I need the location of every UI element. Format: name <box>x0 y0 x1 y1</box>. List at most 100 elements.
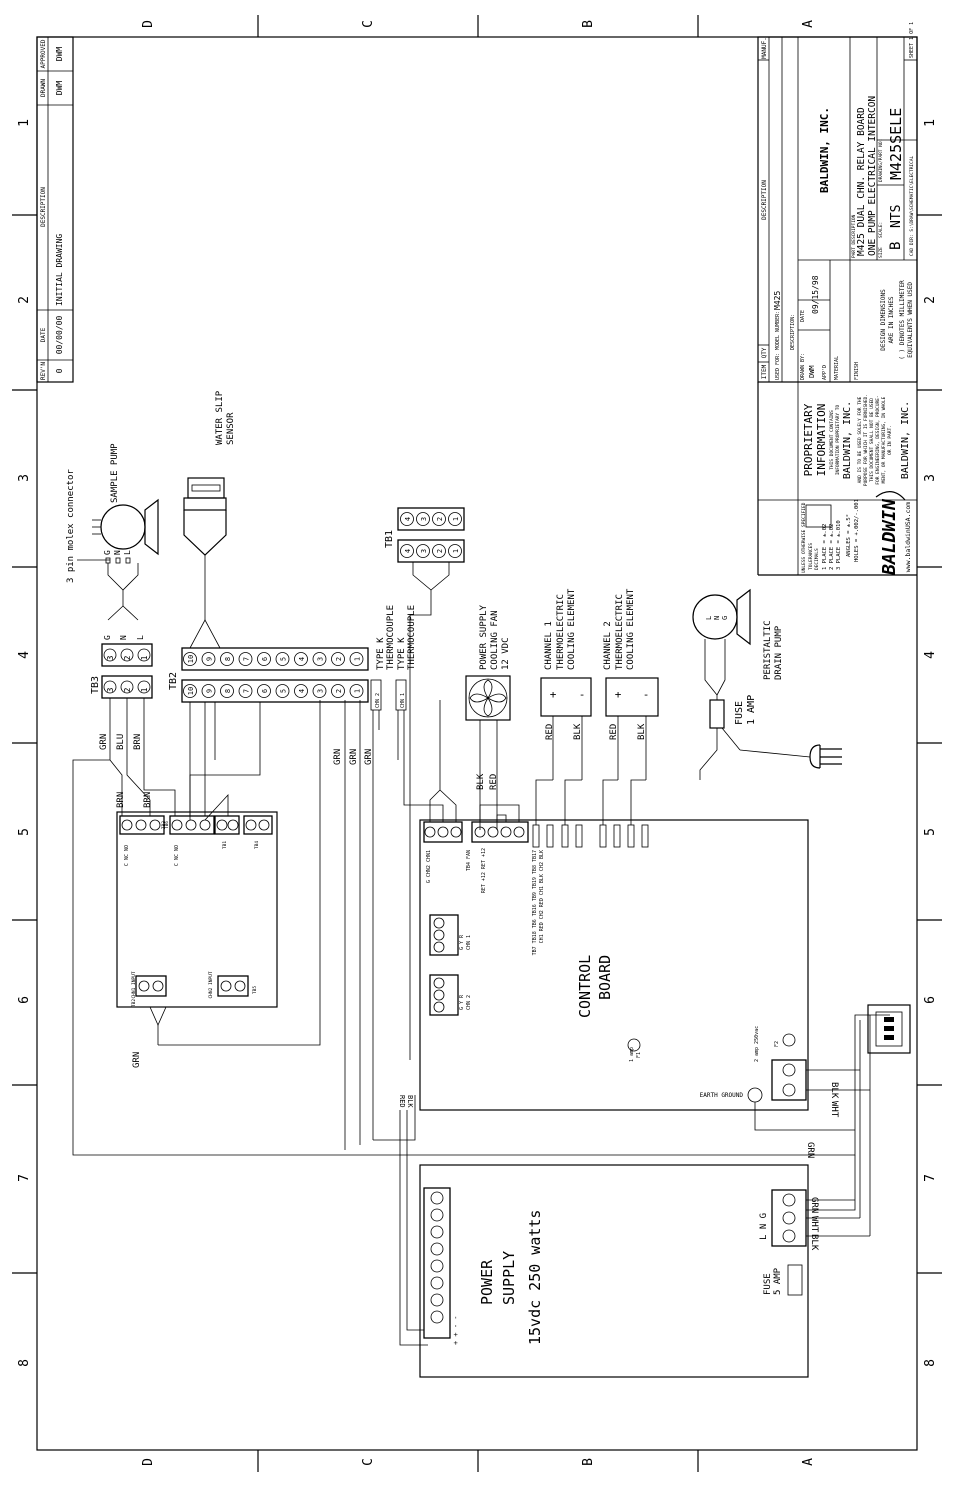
tc-label-1: THERMOCOUPLE <box>386 605 396 670</box>
ac-wire-wht: WHT <box>829 1101 839 1118</box>
tb-appd: APP'D <box>822 365 828 380</box>
rev-description: INITIAL DRAWING <box>55 234 64 306</box>
pump-pin-n: N <box>113 550 122 555</box>
tb1-terminal <box>448 512 462 526</box>
board-gyr-1: G Y R <box>459 934 465 950</box>
tb2-pin-number: 7 <box>243 657 251 661</box>
tb2-pin-number: 1 <box>354 689 362 693</box>
channel1-tec-2: COOLING ELEMENT <box>567 588 577 670</box>
tb-tol-7: HOLES = +.002/-.001 <box>854 499 860 562</box>
tb2-pin-number: 9 <box>206 689 214 693</box>
board-tb-row: TB7 TB18 TB6 TB16 TB9 TB19 TB8 TB17 <box>532 850 538 955</box>
tb3-wire-l: L <box>136 635 145 640</box>
tb-model-label: MODEL NUMBER: <box>775 311 781 350</box>
tb3-pin-1-bot: 1 <box>140 687 149 692</box>
tb-part-desc-label: PART DESCRIPTION <box>851 214 857 258</box>
tb2-terminal <box>257 652 271 666</box>
ch1-wire-blk: BLK <box>573 723 583 740</box>
tb-proprietary-3: INFORMATION PROPRIETARY TO <box>835 404 841 475</box>
tb-part-desc-2: ONE PUMP ELECTRICAL INTERCON <box>867 96 878 256</box>
tb2-pin-number: 5 <box>280 657 288 661</box>
tb-drawn-by: DWM <box>808 365 816 378</box>
power-supply-label-3: 15vdc 250 watts <box>526 1210 544 1345</box>
zone-letter-d-top: D <box>141 20 156 28</box>
zone-number-3-right: 3 <box>923 474 938 482</box>
tb2-pin-number: 6 <box>261 657 269 661</box>
tb-used-for: USED FOR: <box>775 353 781 380</box>
relay-board: C NC NO C NC NO TB3 TB6 TB1 TB4 CHN1 INP… <box>109 700 321 1068</box>
psfan-label-3: 12 VDC <box>501 637 511 670</box>
tb2-pin-number: 10 <box>187 655 195 663</box>
tb2-pin-number: 7 <box>243 689 251 693</box>
tb2-pin-number: 3 <box>317 657 325 661</box>
tb-material: MATERIAL <box>834 356 840 380</box>
tb-proprietary-0: PROPRIETARY <box>802 403 815 476</box>
tb1-pin-number: 3 <box>420 549 428 553</box>
tb2-terminal <box>331 652 345 666</box>
chn1-label: CHN 1 <box>400 693 406 708</box>
tb1-pin-number: 2 <box>436 517 444 521</box>
tb-finish: FINISH <box>854 362 860 380</box>
peri-pin-n: N <box>713 616 721 620</box>
peri-pin-l: L <box>705 616 713 620</box>
channel-1-tec: CHANNEL 1 THERMOELECTRIC COOLING ELEMENT… <box>540 588 592 780</box>
tb-logo: BALDWIN <box>879 498 900 576</box>
tb2-terminal <box>275 684 290 698</box>
tb2-terminal <box>183 652 197 666</box>
zone-number-4-left: 4 <box>17 651 32 659</box>
tb2-terminal <box>238 652 253 666</box>
tb-proprietary-6: PURPOSE FOR WHICH IT IS FURNISHED. <box>863 394 869 486</box>
tb-scale: NTS <box>889 205 904 228</box>
tb3-wire-n: N <box>119 635 128 640</box>
zone-number-2-right: 2 <box>923 296 938 304</box>
earth-ground-label: EARTH GROUND <box>700 1092 744 1099</box>
tb2-terminal <box>275 652 290 666</box>
tb1-terminal <box>416 544 430 558</box>
sample-pump-label: SAMPLE PUMP <box>110 443 120 503</box>
rev-header-description: DESCRIPTION <box>40 187 47 227</box>
pump-pin-l: L <box>123 550 132 555</box>
wire-grn-b: GRN <box>349 749 359 765</box>
tb2-terminal <box>312 652 327 666</box>
channel1-label: CHANNEL 1 <box>544 621 554 670</box>
channel1-tec-1: THERMOELECTRIC <box>556 594 566 670</box>
board-tb-row-2: CH1 RED CH2 RED CH1 BLK CH2 BLK <box>539 850 545 943</box>
tb-qty: QTY <box>761 347 768 358</box>
tb-tol-4: 2 PLACE = ±.02 <box>829 524 835 570</box>
zone-letter-c-bottom: C <box>361 1458 376 1466</box>
tb-part-desc-1: M425 DUAL CHN. RELAY BOARD <box>856 107 867 256</box>
tb-proprietary-5: AND IS TO BE USED SOLELY FOR THE <box>857 396 863 483</box>
iec-inlet <box>867 1004 911 1054</box>
tb-design-dims-3: ( ) DENOTES MILLIMETER <box>899 280 906 360</box>
peristaltic-label-1: PERISTALTIC <box>763 620 773 680</box>
cooling-fan: POWER SUPPLY COOLING FAN 12 VDC BLK RED <box>465 604 511 830</box>
ch2-plus: + <box>615 688 622 701</box>
relay-tb3: TB3 <box>161 821 167 829</box>
tb2-pin-number: 10 <box>187 687 195 695</box>
tb-tol-0: UNLESS OTHERWISE SPECIFIED <box>801 502 807 573</box>
tb1-terminal <box>400 544 414 558</box>
tb-proprietary-7: THIS DOCUMENT SHALL NOT BE USED <box>869 398 875 482</box>
board-g-chn: G CHN2 CHN1 <box>426 850 432 883</box>
ps-lng: L N G <box>759 1213 769 1240</box>
zone-number-8-right: 8 <box>923 1359 938 1367</box>
tb1-terminal <box>416 512 430 526</box>
tb2-terminal <box>220 652 234 666</box>
tb-design-dims-2: ARE IN INCHES <box>888 296 895 343</box>
grn-wires: GRN GRN GRN <box>333 700 374 1150</box>
zone-letter-d-bottom: D <box>141 1458 156 1466</box>
tb2-label: TB2 <box>168 672 179 690</box>
ps-wire-blk: BLK <box>406 1095 414 1108</box>
tb2-pin-number: 8 <box>224 689 232 693</box>
zone-letter-c-top: C <box>361 20 376 28</box>
tb-size: B <box>888 242 904 250</box>
tb-manuf: MANUF. <box>761 37 768 59</box>
tb-company: BALDWIN, INC. <box>818 107 831 193</box>
ch1-minus: - <box>579 688 586 701</box>
tb2-pin-number: 9 <box>206 657 214 661</box>
rev-header-date: DATE <box>40 327 47 342</box>
tb3-pin-2-top: 2 <box>123 655 132 660</box>
tb-design-dims-1: DESIGN DIMENSIONS <box>880 289 887 351</box>
relay-tb6: TB6 <box>164 821 170 829</box>
